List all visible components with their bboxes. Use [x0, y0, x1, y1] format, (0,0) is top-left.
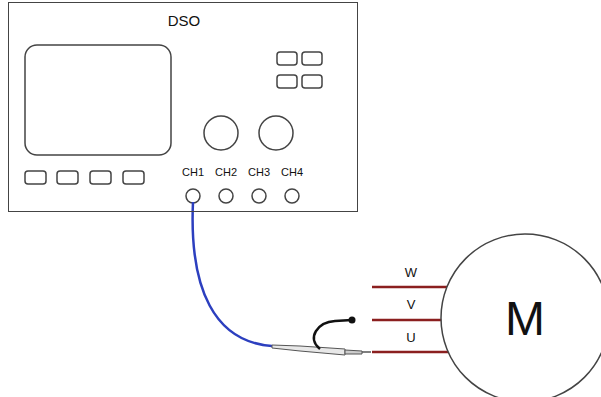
scope-screen	[25, 45, 171, 155]
scope-button	[277, 52, 297, 65]
probe-body	[272, 345, 345, 355]
ground-clip-dot	[349, 317, 356, 324]
channel-label: CH4	[281, 167, 303, 178]
channel-label: CH2	[215, 167, 237, 178]
channel-connector	[186, 189, 200, 203]
motor-circle: M	[440, 233, 601, 397]
channel-connector	[219, 189, 233, 203]
device-title: DSO	[9, 13, 359, 28]
motor-label: M	[440, 295, 601, 343]
channel-connector	[285, 189, 299, 203]
scope-button	[302, 52, 322, 65]
scope-button	[123, 171, 144, 184]
ground-lead	[314, 320, 352, 349]
channel-connector	[252, 189, 266, 203]
channel-label: CH3	[248, 167, 270, 178]
scope-button	[57, 171, 78, 184]
scope-knob	[259, 116, 293, 150]
oscilloscope-box: DSO	[8, 2, 358, 212]
phase-label: W	[405, 266, 417, 279]
probe-hook	[345, 350, 362, 354]
channel-label: CH1	[182, 167, 204, 178]
scope-button	[90, 171, 111, 184]
motor-outline	[441, 234, 601, 397]
scope-knob	[204, 116, 238, 150]
phase-label: V	[407, 298, 416, 311]
phase-label: U	[406, 331, 415, 344]
scope-button	[277, 75, 297, 88]
probe-cable	[193, 202, 272, 346]
scope-button	[25, 171, 46, 184]
probe-tip	[362, 351, 371, 353]
scope-button	[302, 75, 322, 88]
